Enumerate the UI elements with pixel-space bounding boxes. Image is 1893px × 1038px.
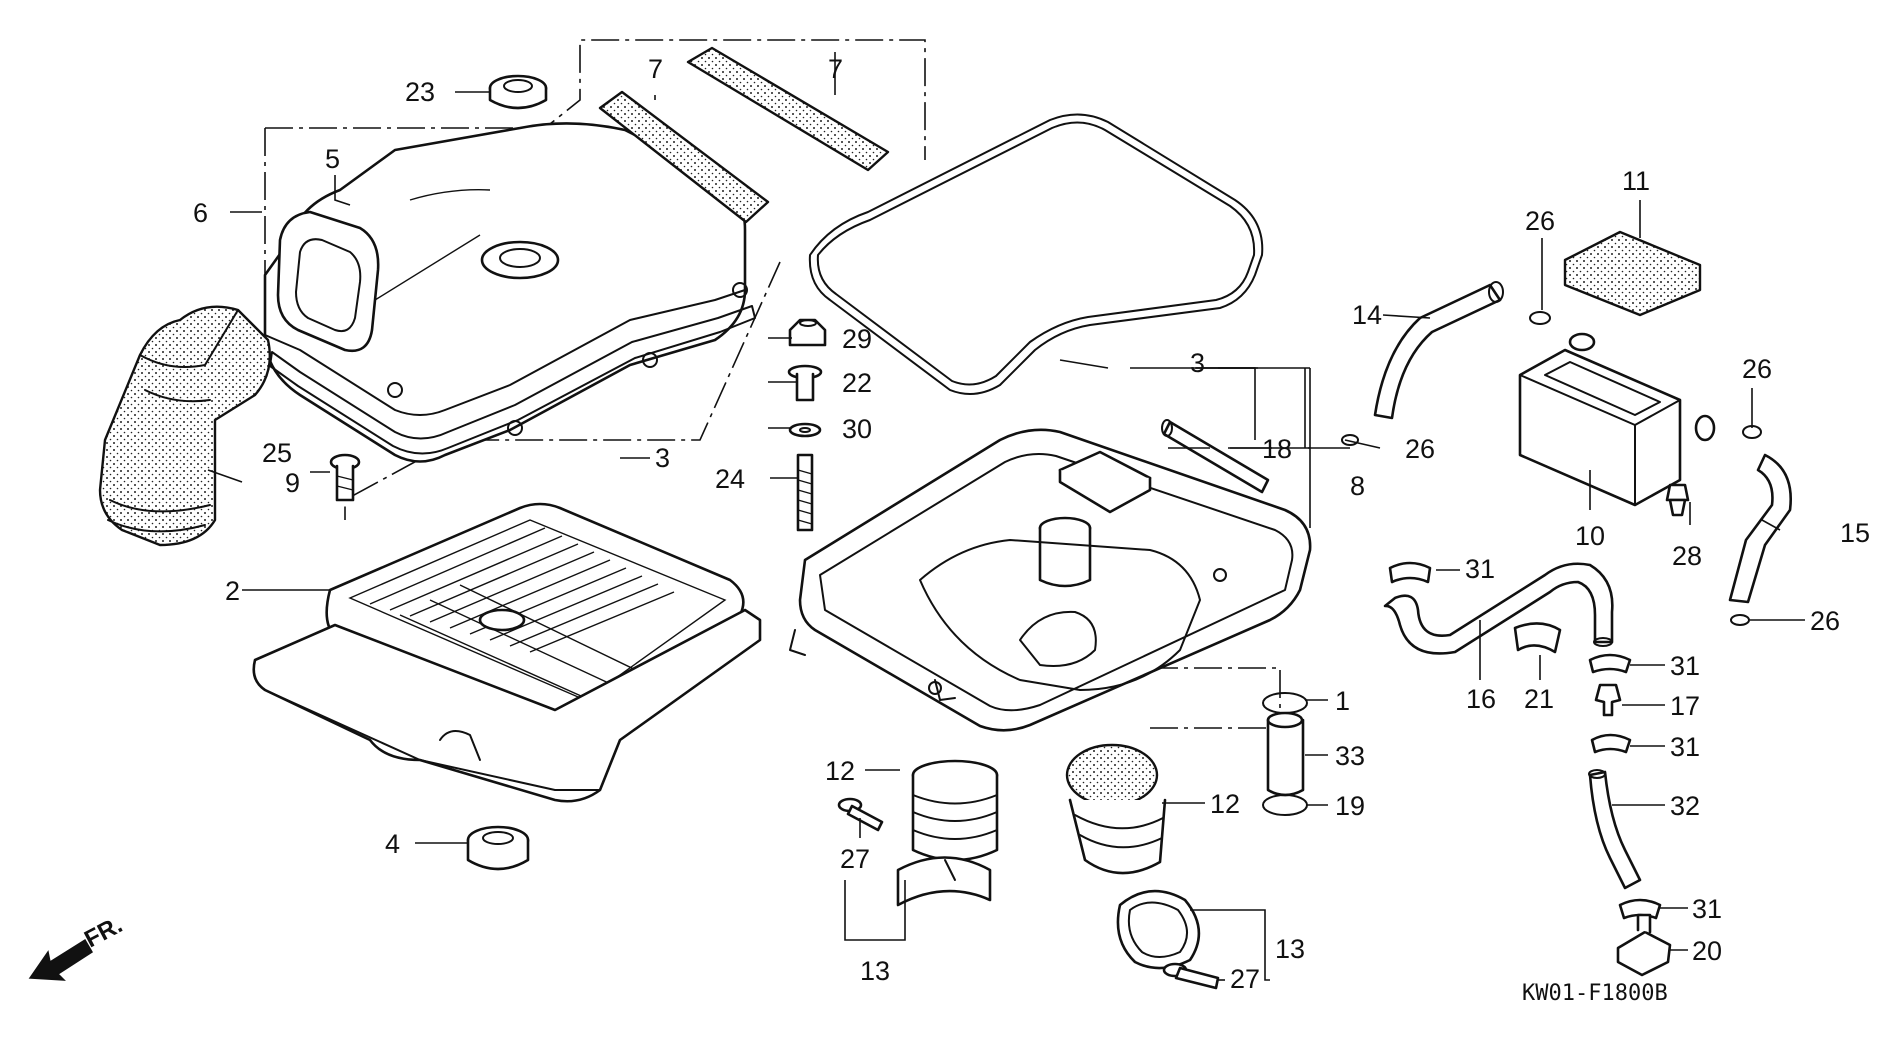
label-26-bottom: 26 — [1810, 606, 1840, 636]
label-13-right: 13 — [1275, 934, 1305, 964]
part-labels: 23 7 7 5 6 3 3 14 11 26 29 22 30 24 25 9… — [193, 54, 1870, 1006]
label-8: 8 — [1350, 471, 1365, 501]
front-direction-indicator: FR. — [28, 911, 127, 981]
label-26-top: 26 — [1525, 206, 1555, 236]
label-15: 15 — [1840, 518, 1870, 548]
joint-17 — [1594, 683, 1622, 717]
label-31-c: 31 — [1670, 732, 1700, 762]
diagram-code: KW01-F1800B — [1522, 981, 1668, 1006]
lower-case — [252, 608, 762, 803]
label-17: 17 — [1670, 691, 1700, 721]
connecting-tube-right — [1065, 743, 1201, 970]
label-27-left: 27 — [840, 844, 870, 874]
label-26-right: 26 — [1742, 354, 1772, 384]
breather-hose-14 — [1341, 281, 1504, 446]
label-1: 1 — [1335, 686, 1350, 716]
label-16: 16 — [1466, 684, 1496, 714]
air-cleaner-cover — [263, 122, 748, 463]
hardware-stack — [787, 318, 827, 532]
foam-element-11 — [1563, 230, 1702, 317]
label-21: 21 — [1524, 684, 1554, 714]
foam-strips — [598, 46, 890, 224]
label-32: 32 — [1670, 791, 1700, 821]
screw-27-right — [1162, 962, 1220, 990]
label-11: 11 — [1622, 166, 1650, 196]
label-31-d: 31 — [1692, 894, 1722, 924]
label-5: 5 — [325, 144, 340, 174]
label-26-mid: 26 — [1405, 434, 1435, 464]
label-18: 18 — [1262, 434, 1292, 464]
clip-31-b — [1588, 653, 1632, 674]
screw-27-left — [837, 797, 884, 832]
label-22: 22 — [842, 368, 872, 398]
label-30: 30 — [842, 414, 872, 444]
label-31-b: 31 — [1670, 651, 1700, 681]
clip-collar-group — [1262, 692, 1308, 816]
separator-box — [1518, 332, 1716, 507]
label-24: 24 — [715, 464, 745, 494]
clip-26-top — [1529, 311, 1551, 325]
drain-plug-28 — [1665, 483, 1690, 517]
label-33: 33 — [1335, 741, 1365, 771]
label-28: 28 — [1672, 541, 1702, 571]
grommet-23 — [488, 74, 548, 110]
leader-lines — [207, 52, 1805, 981]
clip-21 — [1513, 622, 1562, 654]
grommet-4 — [466, 825, 530, 871]
label-6: 6 — [193, 198, 208, 228]
screw-25 — [329, 453, 361, 502]
cover-gasket — [269, 305, 756, 455]
label-29: 29 — [842, 324, 872, 354]
clip-31-c — [1590, 733, 1632, 754]
label-19: 19 — [1335, 791, 1365, 821]
label-10: 10 — [1575, 521, 1605, 551]
clip-31-d — [1618, 898, 1662, 920]
label-20: 20 — [1692, 936, 1722, 966]
label-7-right: 7 — [828, 54, 843, 84]
air-intake-duct — [98, 305, 272, 547]
label-9: 9 — [285, 468, 300, 498]
breather-tube-16 — [1383, 562, 1614, 655]
label-13-left: 13 — [860, 956, 890, 986]
label-12-right: 12 — [1210, 789, 1240, 819]
main-gasket — [808, 113, 1264, 395]
drain-tube-18 — [1161, 419, 1270, 494]
drain-tube-32 — [1588, 769, 1642, 890]
label-3-left: 3 — [655, 443, 670, 473]
label-14: 14 — [1352, 300, 1382, 330]
label-3-right: 3 — [1190, 348, 1205, 378]
drain-hose-15 — [1728, 453, 1792, 626]
clip-31-a — [1388, 561, 1432, 584]
connecting-tube-left — [896, 759, 999, 907]
label-27-right: 27 — [1230, 964, 1260, 994]
label-25: 25 — [262, 438, 292, 468]
fr-arrow-icon — [28, 938, 94, 981]
label-12-left: 12 — [825, 756, 855, 786]
label-31-a: 31 — [1465, 554, 1495, 584]
drain-plug-20 — [1616, 913, 1672, 977]
label-7-left: 7 — [648, 54, 663, 84]
label-4: 4 — [385, 829, 400, 859]
air-cleaner-case — [789, 428, 1312, 732]
label-2: 2 — [225, 576, 240, 606]
label-23: 23 — [405, 77, 435, 107]
